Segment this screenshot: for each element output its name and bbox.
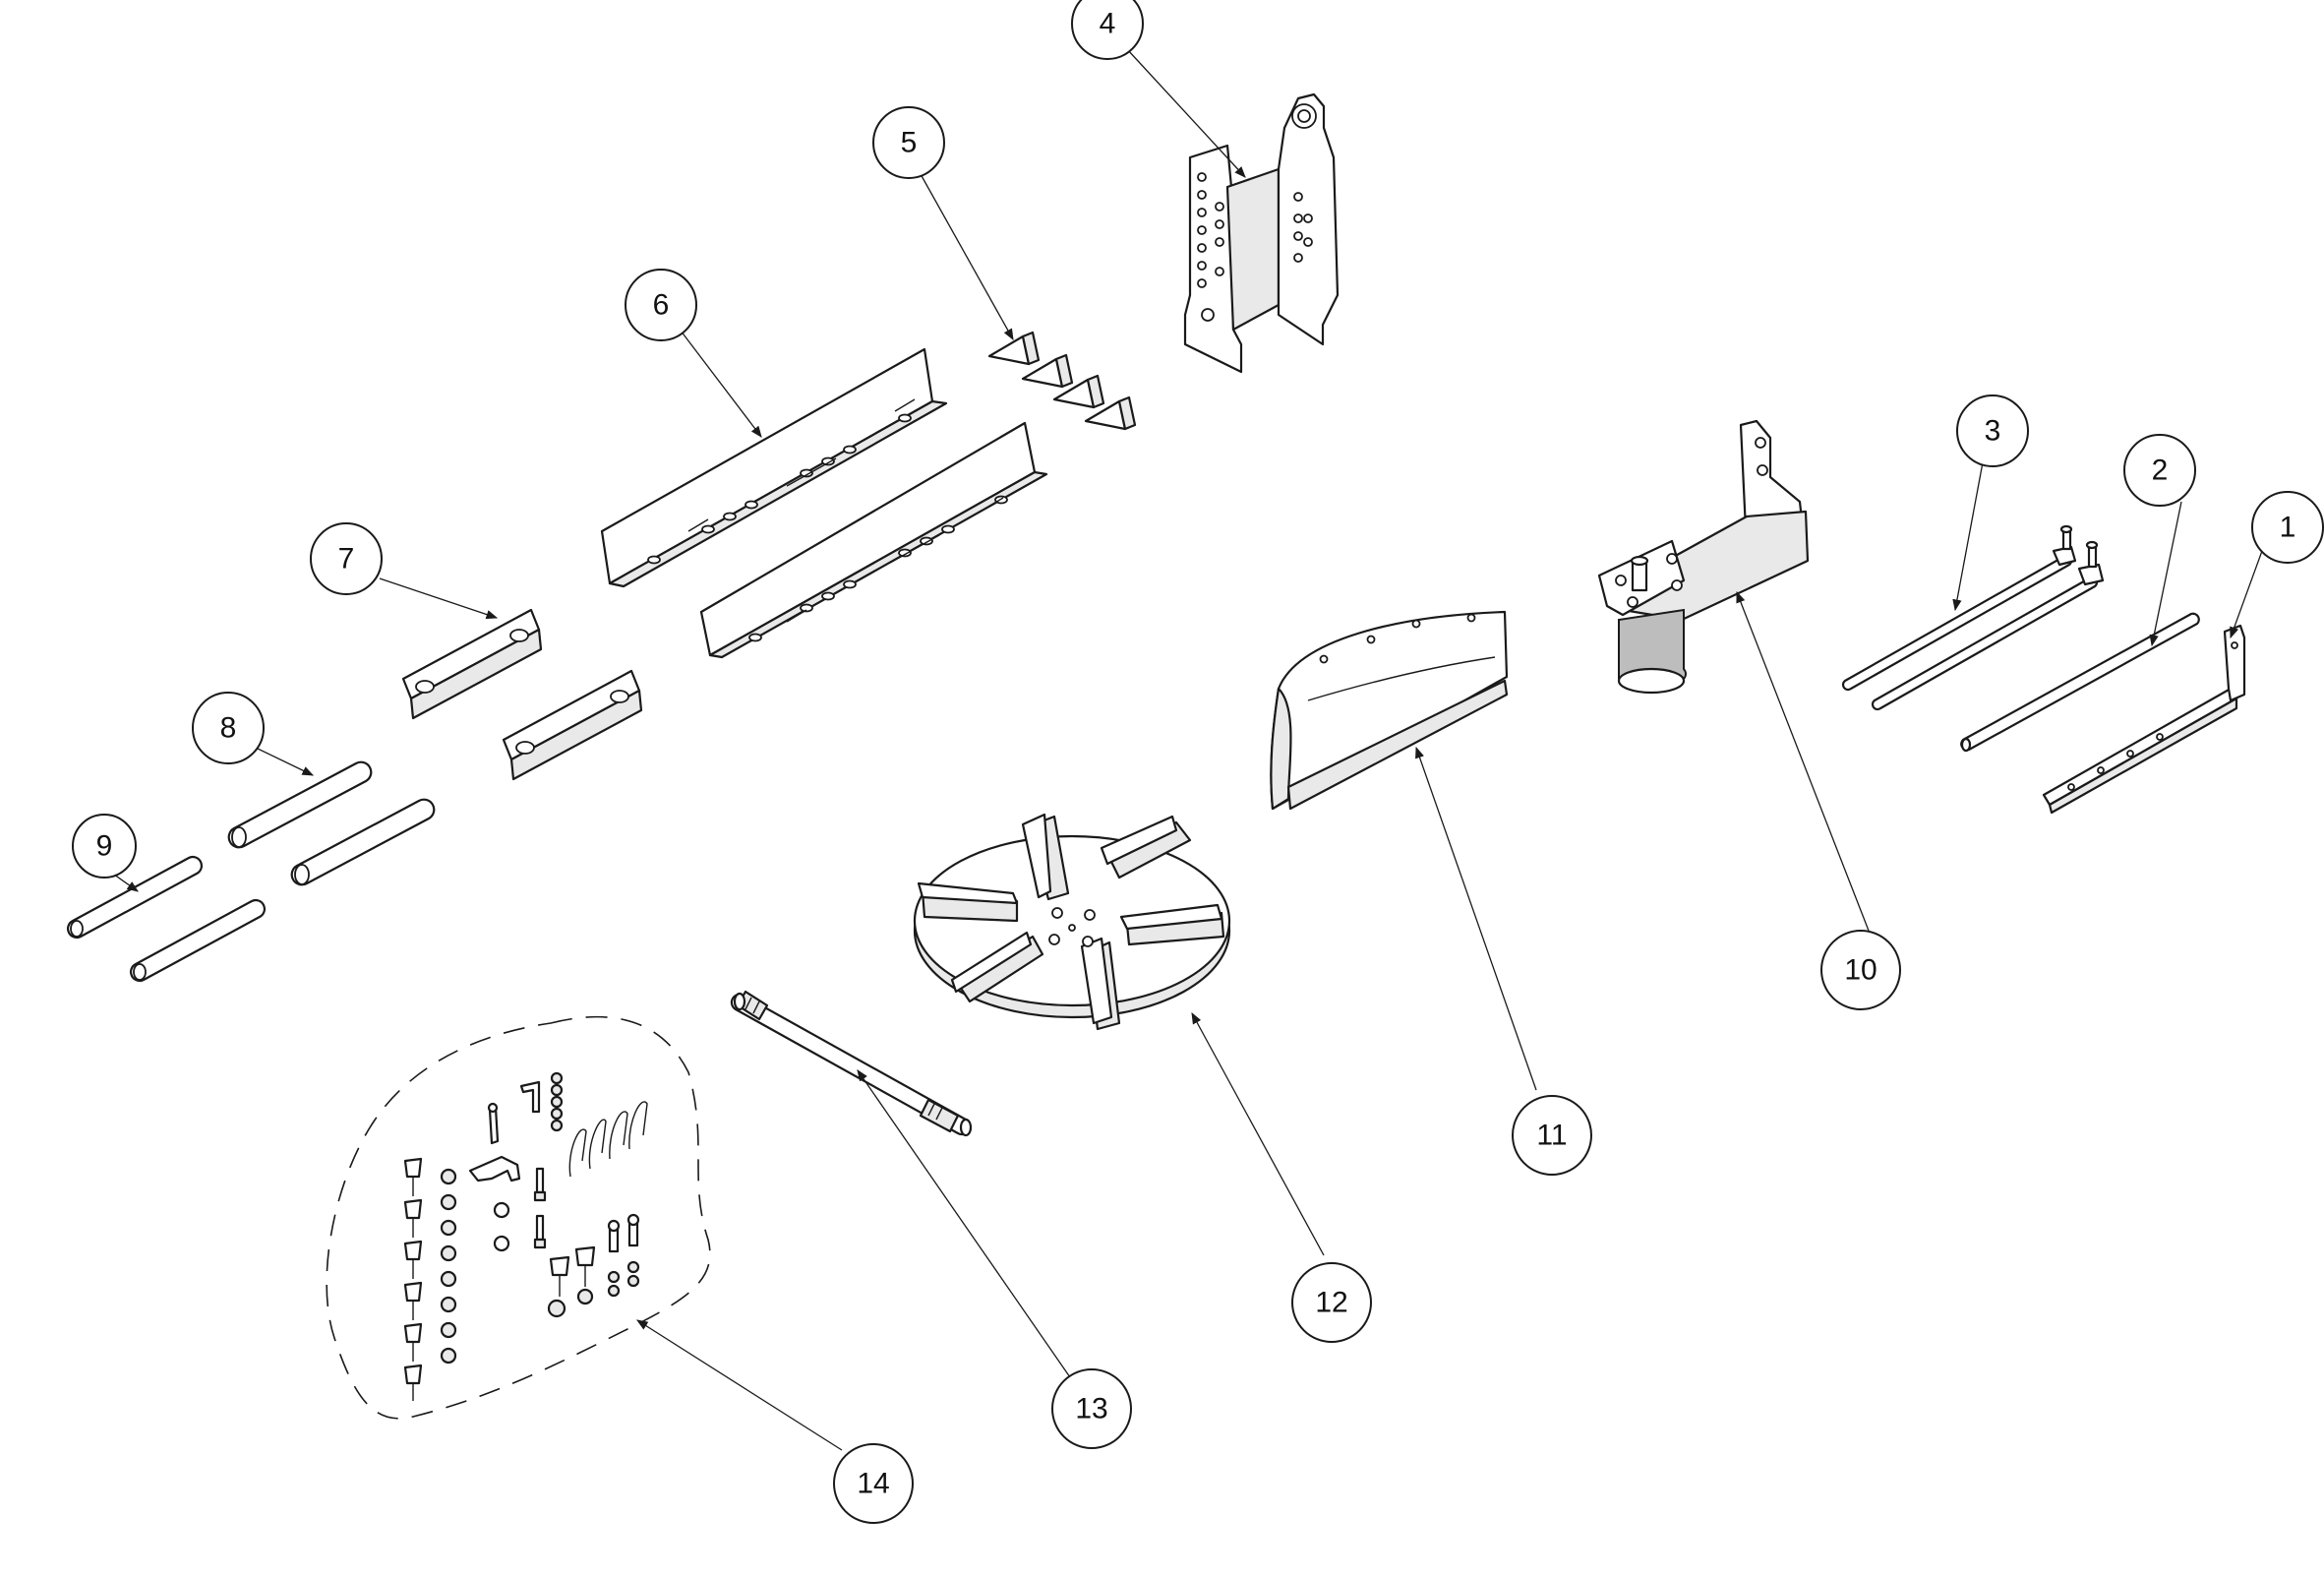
leader-13 (857, 1069, 1071, 1378)
callout-label: 14 (857, 1468, 889, 1500)
callout-label: 10 (1844, 954, 1877, 987)
part-10-motor-mount (1597, 419, 1810, 695)
leader-2 (2149, 501, 2182, 647)
callout-label: 13 (1075, 1393, 1107, 1425)
part-1-l-bracket (2042, 624, 2246, 815)
callout-label: 12 (1315, 1287, 1347, 1319)
callout-6: 6 (625, 269, 697, 341)
leader-1 (2230, 550, 2263, 639)
leader-11 (1415, 746, 1537, 1091)
callout-9: 9 (72, 814, 137, 879)
leader-8 (255, 747, 315, 776)
callout-14: 14 (833, 1443, 914, 1524)
callout-10: 10 (1820, 930, 1901, 1010)
leader-14 (636, 1319, 843, 1451)
callout-label: 8 (220, 712, 237, 745)
callout-1: 1 (2251, 491, 2324, 564)
callout-label: 7 (338, 543, 355, 576)
callout-label: 2 (2152, 455, 2169, 487)
part-13-shaft (730, 990, 973, 1137)
callout-label: 5 (901, 127, 918, 159)
leader-6 (680, 330, 762, 438)
part-7-flat-links (401, 608, 643, 781)
part-11-curved-shield (1270, 610, 1509, 811)
leader-12 (1191, 1011, 1325, 1256)
callout-11: 11 (1512, 1095, 1592, 1176)
part-4-mount-bracket (1183, 92, 1340, 374)
callout-12: 12 (1291, 1262, 1372, 1343)
callout-2: 2 (2123, 434, 2196, 507)
callout-label: 4 (1100, 8, 1116, 40)
callout-13: 13 (1051, 1368, 1132, 1449)
leader-4 (1126, 48, 1246, 178)
leader-3 (1952, 461, 1984, 612)
part-14-hardware-kit (326, 1015, 711, 1420)
leader-10 (1736, 590, 1870, 932)
callout-label: 6 (653, 289, 670, 322)
callout-7: 7 (310, 522, 383, 595)
part-5-gussets (987, 331, 1137, 431)
callout-5: 5 (872, 106, 945, 179)
callout-4: 4 (1071, 0, 1144, 60)
callout-label: 11 (1536, 1120, 1567, 1152)
callout-8: 8 (192, 692, 265, 764)
leader-7 (379, 577, 499, 620)
callout-label: 1 (2280, 512, 2296, 544)
callout-3: 3 (1956, 394, 2029, 467)
callout-label: 3 (1985, 415, 2001, 448)
leader-lines (109, 48, 2263, 1451)
part-3-rods (1841, 524, 2105, 711)
part-12-spinner-disc (913, 813, 1231, 1031)
part-9-pins (66, 855, 267, 983)
leader-5 (920, 173, 1014, 341)
part-2-rod (1960, 612, 2200, 753)
callout-label: 9 (96, 830, 113, 863)
part-8-pins (227, 760, 436, 886)
part-6-angle-rails (600, 347, 1048, 659)
